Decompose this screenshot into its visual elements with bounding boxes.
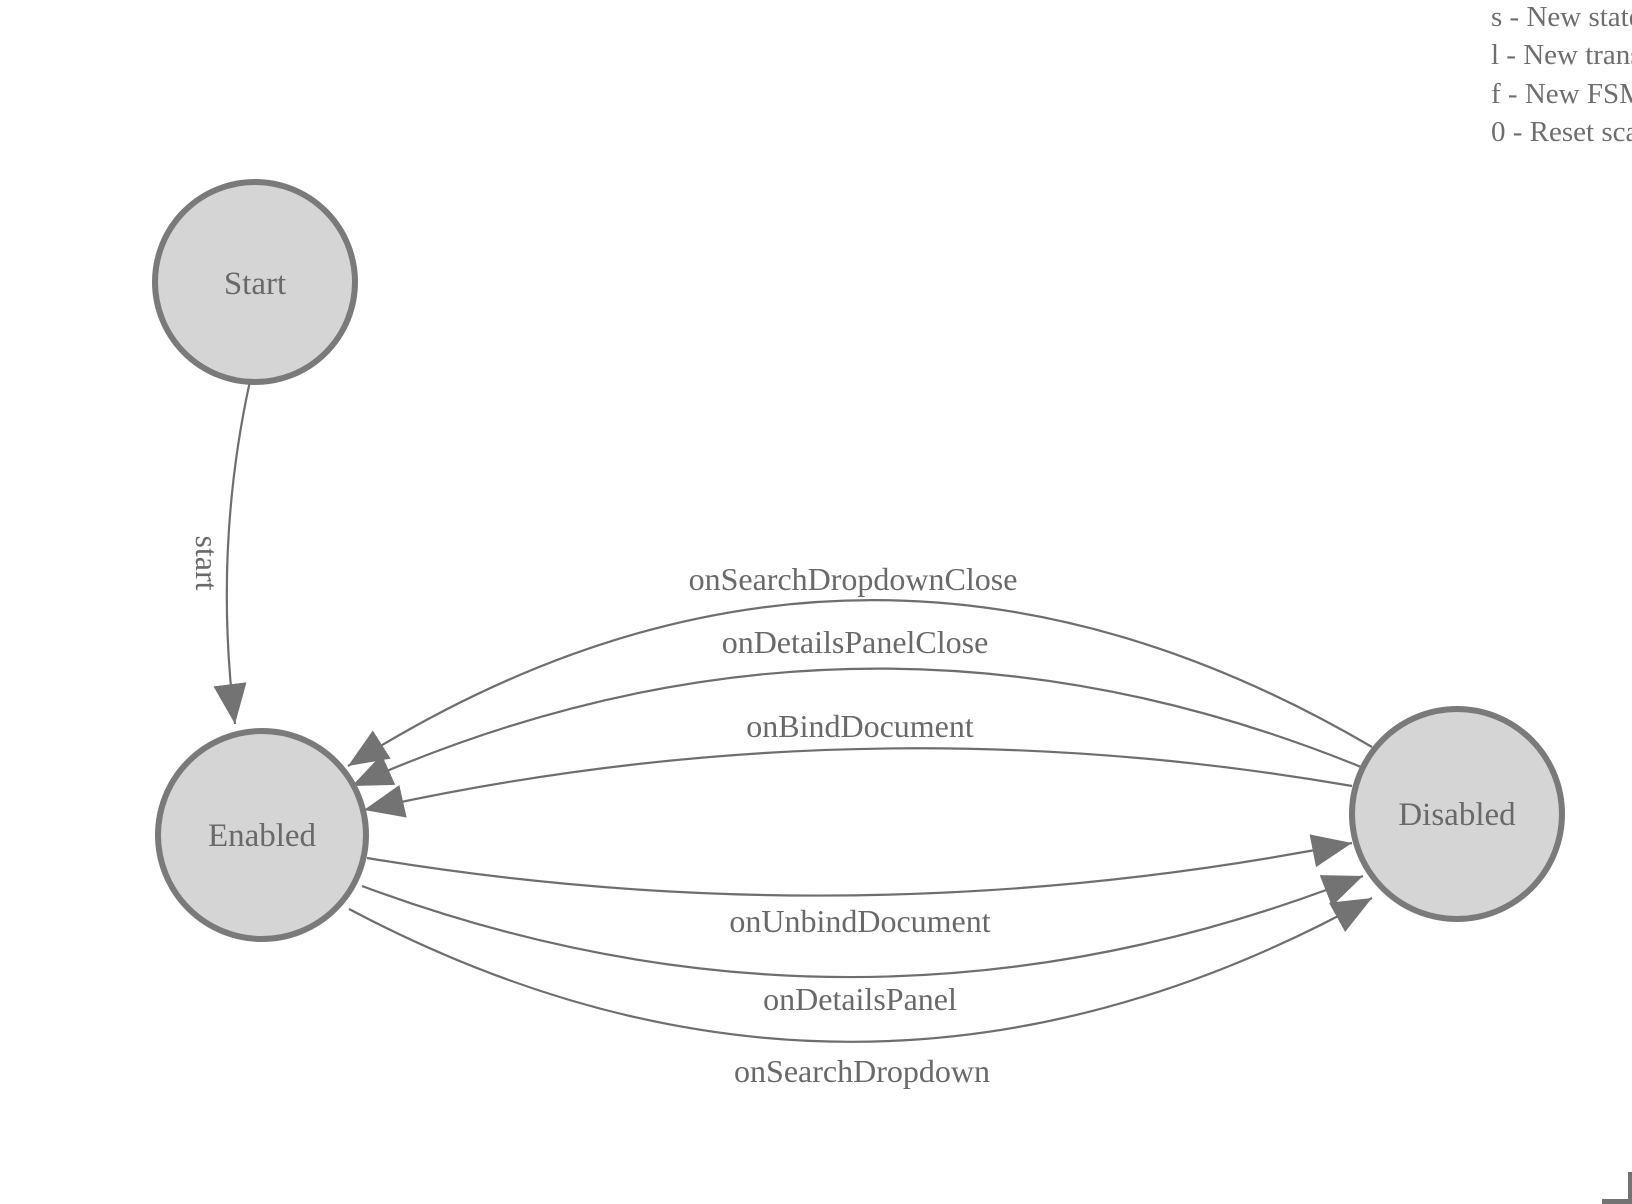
shortcut-hint-new-state: s - New state: [1491, 1, 1632, 33]
state-enabled[interactable]: [155, 728, 369, 942]
transition-label-onDetailsPanel[interactable]: onDetailsPanel: [763, 981, 957, 1017]
state-label-enabled: Enabled: [208, 818, 317, 854]
shortcut-hint-new-transition: l - New transition: [1491, 39, 1632, 72]
transition-onSearchDropdownClose[interactable]: [347, 599, 1373, 767]
transition-onUnbindDocument[interactable]: [366, 834, 1353, 897]
shortcut-hint-reset-scale: 0 - Reset scale: [1491, 116, 1632, 149]
canvas-border-corner-horizontal: [1602, 1199, 1632, 1204]
state-disabled[interactable]: [1349, 706, 1565, 922]
transition-label-onDetailsPanelClose[interactable]: onDetailsPanelClose: [722, 624, 989, 660]
shortcut-hint-new-fsm: f - New FSM: [1491, 77, 1632, 110]
transition-label-onSearchDropdownClose[interactable]: onSearchDropdownClose: [689, 561, 1018, 597]
transition-onSearchDropdown[interactable]: [348, 897, 1373, 1043]
transitions-layer: [213, 380, 1373, 1043]
shortcuts-panel: s - New state l - New transition f - New…: [1491, 0, 1632, 152]
transition-label-start[interactable]: start: [189, 535, 225, 590]
state-label-start: Start: [224, 266, 286, 302]
transition-onDetailsPanelClose[interactable]: [351, 667, 1367, 788]
transition-onBindDocument[interactable]: [363, 747, 1353, 818]
transition-label-onBindDocument[interactable]: onBindDocument: [746, 708, 974, 744]
state-start[interactable]: [152, 179, 358, 385]
transition-onDetailsPanel[interactable]: [361, 874, 1364, 979]
transition-label-onSearchDropdown[interactable]: onSearchDropdown: [734, 1053, 990, 1089]
canvas-border-corner-vertical: [1628, 1172, 1632, 1204]
labels-layer: start onSearchDropdownClose onDetailsPanel…: [189, 535, 1017, 1089]
transition-label-onUnbindDocument[interactable]: onUnbindDocument: [729, 903, 990, 939]
transition-start[interactable]: [213, 380, 252, 725]
state-label-disabled: Disabled: [1398, 797, 1516, 833]
